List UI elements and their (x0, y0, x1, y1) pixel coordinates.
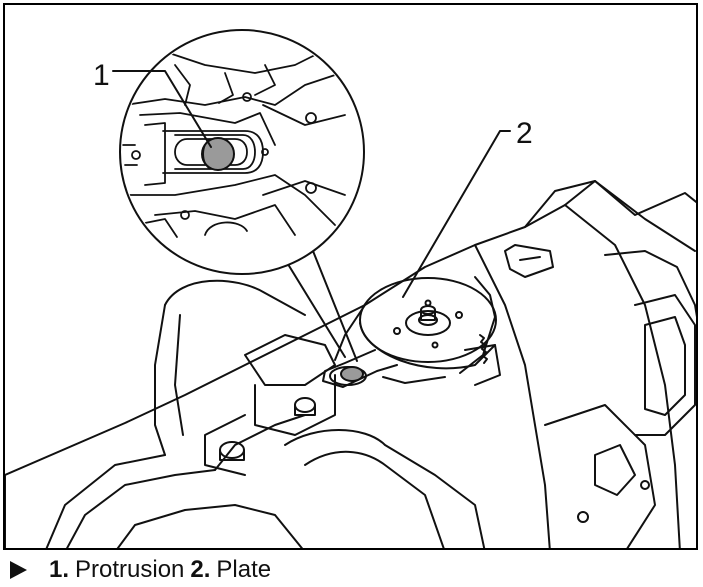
saw-housing (5, 180, 696, 548)
caption-label-2: Plate (216, 556, 272, 583)
plate (322, 276, 501, 388)
figure-frame: 1 2 (3, 3, 698, 550)
caption-number-2: 2. (190, 556, 211, 583)
magnifier-line-2 (304, 230, 358, 362)
chainsaw-plate-illustration (5, 29, 696, 548)
figure-caption: 1. Protrusion 2. Plate (8, 556, 271, 584)
caption-label-1: Protrusion (75, 556, 185, 583)
knobs (204, 334, 336, 476)
rear-handle (5, 279, 486, 548)
magnified-detail (119, 29, 365, 275)
leader-line-1 (112, 70, 212, 148)
caption-number-1: 1. (49, 556, 70, 583)
protrusion-small (329, 366, 367, 386)
bullet-arrow-icon (10, 561, 27, 579)
callout-number-2: 2 (516, 117, 533, 150)
leader-line-2 (402, 130, 511, 298)
callout-number-1: 1 (93, 59, 110, 92)
